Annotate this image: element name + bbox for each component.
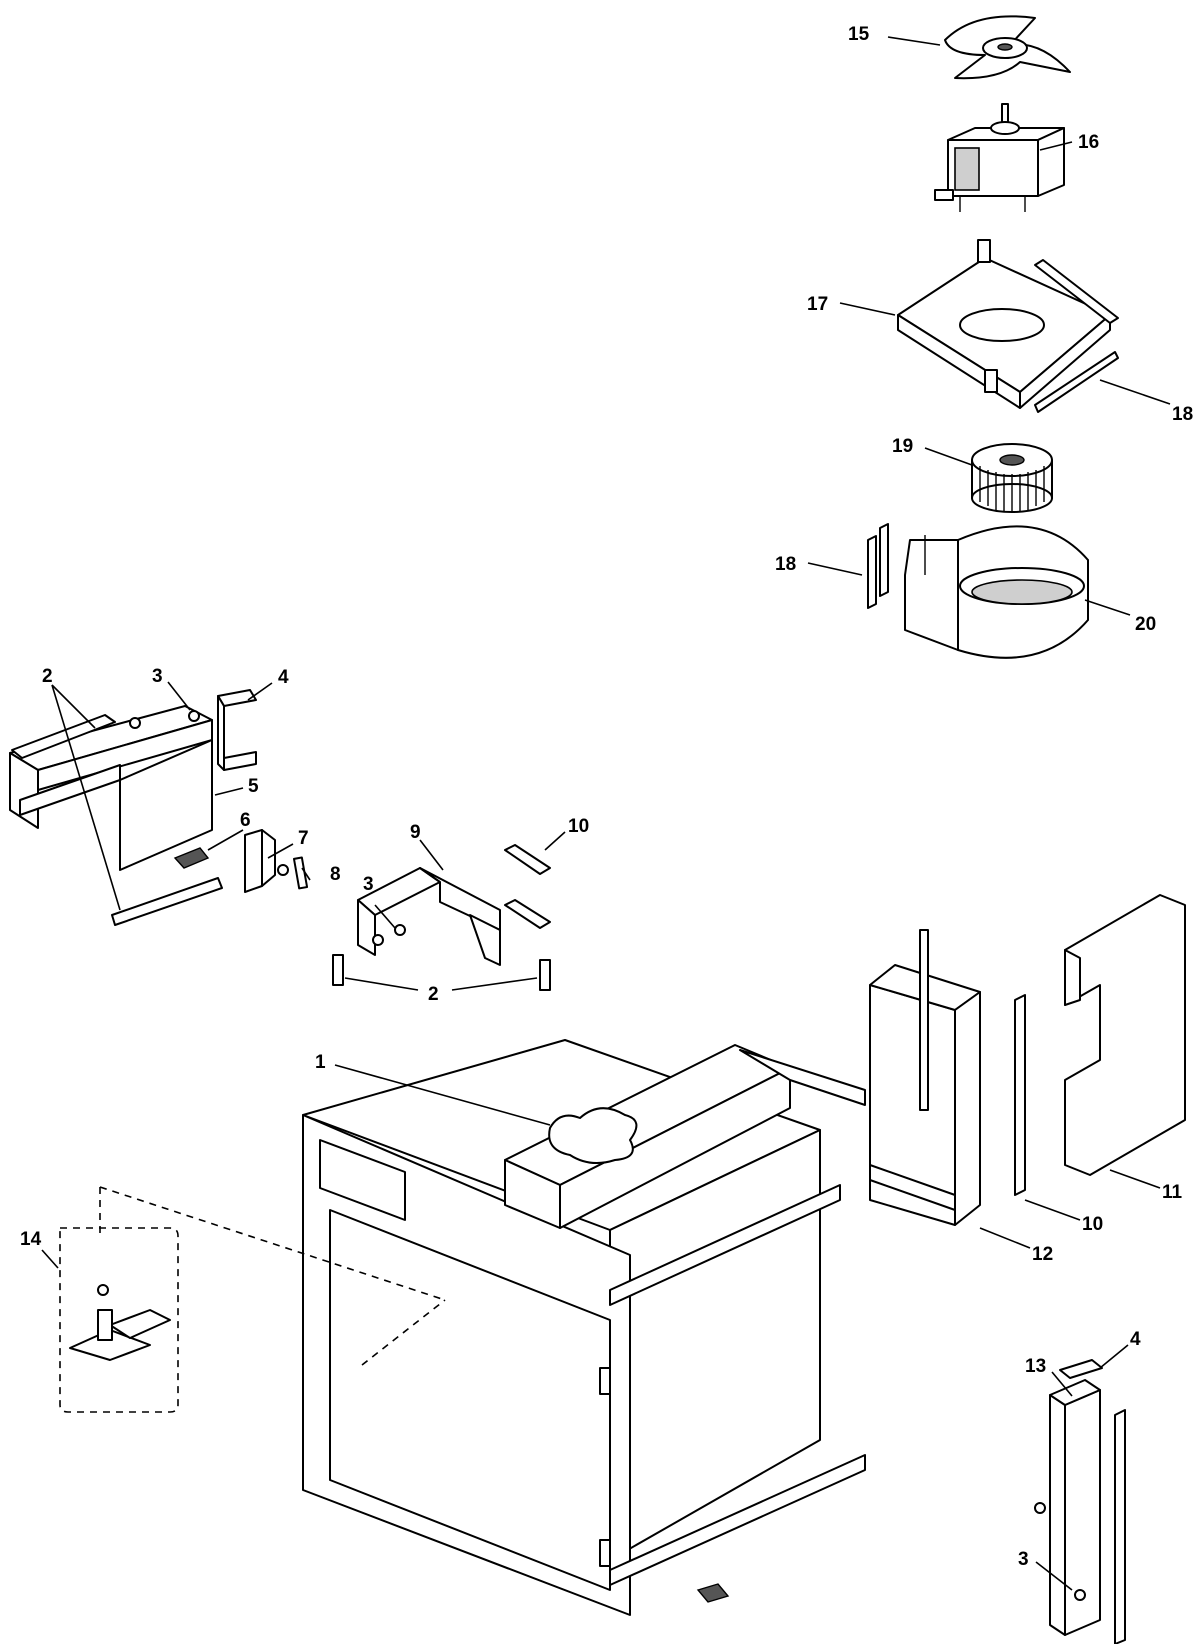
callout-15: 15 <box>848 24 870 45</box>
part-18-insulation-strip-upper <box>1034 259 1119 413</box>
callout-3: 3 <box>363 874 374 895</box>
part-10-strip-vertical <box>1014 994 1026 1196</box>
callout-3: 3 <box>1018 1549 1029 1570</box>
part-3-screw-lower-right <box>1034 1502 1086 1601</box>
callout-11: 11 <box>1162 1182 1183 1203</box>
callout-4: 4 <box>1130 1329 1141 1350</box>
part-2-block-left <box>332 954 344 986</box>
callout-7: 7 <box>298 828 309 849</box>
callout-10: 10 <box>568 816 589 837</box>
callout-2: 2 <box>42 666 53 687</box>
part-4-bracket-upper <box>217 689 257 771</box>
callout-19: 19 <box>892 436 913 457</box>
part-1-cabinet <box>302 1039 866 1616</box>
part-10-strip-upper <box>504 844 551 929</box>
callout-14: 14 <box>20 1229 42 1250</box>
callout-17: 17 <box>807 294 828 315</box>
part-2-strip-upper-left <box>11 714 116 759</box>
part-20-blower-housing <box>904 525 1089 659</box>
part-11-cover-panel <box>1064 894 1186 1176</box>
callout-12: 12 <box>1032 1244 1053 1265</box>
part-6-switch <box>173 847 210 869</box>
callout-2: 2 <box>428 984 439 1005</box>
part-12-side-frame <box>869 929 981 1226</box>
callout-16: 16 <box>1078 132 1099 153</box>
callout-10: 10 <box>1082 1214 1103 1235</box>
callout-leaders <box>41 36 1171 1591</box>
part-3-screw-middle <box>372 924 406 946</box>
callout-9: 9 <box>410 822 421 843</box>
part-2-strip-lower-left <box>111 877 223 926</box>
callout-6: 6 <box>240 810 251 831</box>
part-2-block-right <box>539 959 551 991</box>
callout-3: 3 <box>152 666 163 687</box>
part-4-bracket-lower <box>1059 1359 1103 1379</box>
part-17-motor-bracket <box>897 239 1111 409</box>
callout-5: 5 <box>248 776 259 797</box>
part-3-screw-upper-left <box>129 710 200 729</box>
part-14-latch-detail <box>59 1186 446 1413</box>
callout-4: 4 <box>278 667 289 688</box>
part-10-strip-lower-right <box>1114 1409 1126 1644</box>
callout-18: 18 <box>1172 404 1193 425</box>
callout-20: 20 <box>1135 614 1156 635</box>
callout-18: 18 <box>775 554 796 575</box>
callout-13: 13 <box>1025 1356 1046 1377</box>
part-9-mounting-bracket <box>357 867 501 966</box>
small-switch-bottom <box>696 1583 730 1603</box>
part-16-fan-motor <box>934 103 1065 212</box>
callout-1: 1 <box>315 1052 326 1073</box>
part-18-insulation-strip-lower <box>867 523 889 609</box>
callout-8: 8 <box>330 864 341 885</box>
callout-labels: 15 16 17 18 19 18 20 3 4 2 5 6 7 8 9 10 … <box>20 24 1193 1570</box>
part-19-blower-wheel <box>971 443 1053 513</box>
part-5-control-bracket <box>9 705 213 871</box>
part-15-fan-blade <box>944 15 1071 80</box>
part-7-terminal-block <box>244 829 289 893</box>
